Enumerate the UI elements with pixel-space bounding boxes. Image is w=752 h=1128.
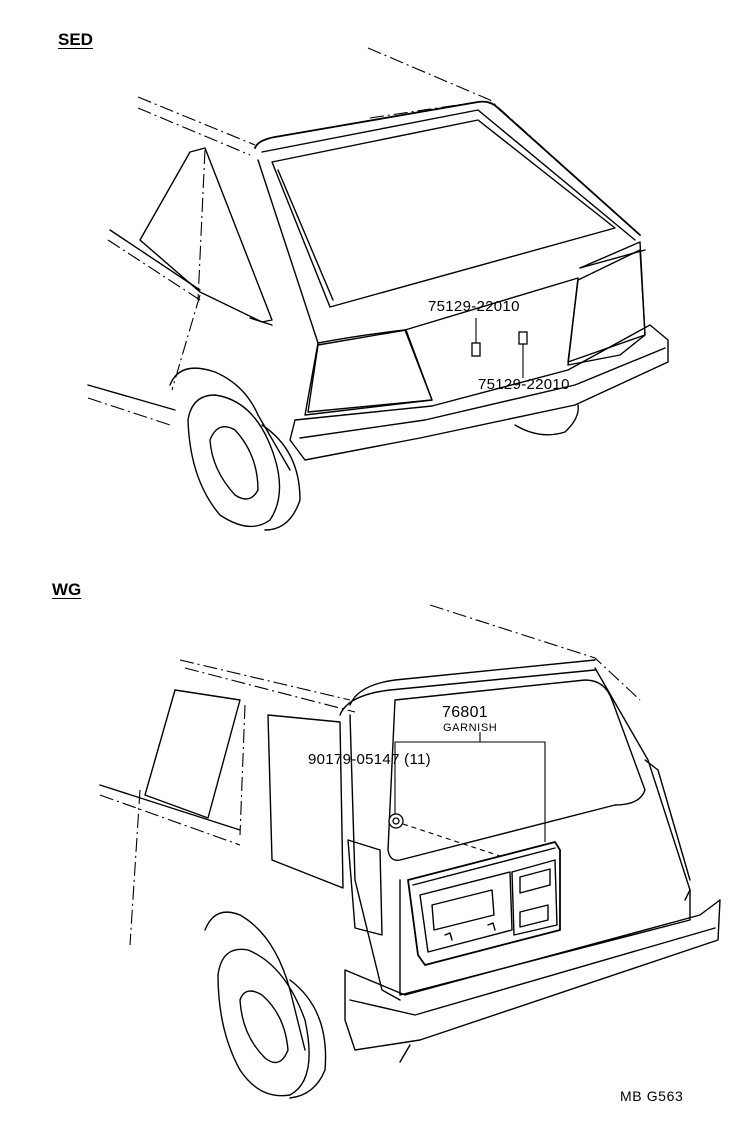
part-number-screw: 90179-05147 (11) (308, 751, 431, 768)
diagram-reference: MB G563 (620, 1088, 684, 1104)
part-name-garnish: GARNISH (443, 722, 498, 734)
part-number-clip-upper: 75129-22010 (428, 298, 520, 315)
garnish-leader (394, 732, 546, 842)
wagon-screw (388, 813, 501, 857)
sedan-clip-right (518, 331, 528, 378)
wagon-garnish (407, 841, 561, 966)
section-label-sedan: SED (58, 30, 93, 49)
sedan-vehicle (87, 47, 669, 531)
sedan-clip-left (471, 318, 481, 357)
wagon-vehicle (99, 604, 721, 1099)
part-number-garnish: 76801 (442, 704, 488, 721)
part-number-clip-lower: 75129-22010 (478, 376, 570, 393)
section-label-wagon: WG (52, 580, 82, 599)
